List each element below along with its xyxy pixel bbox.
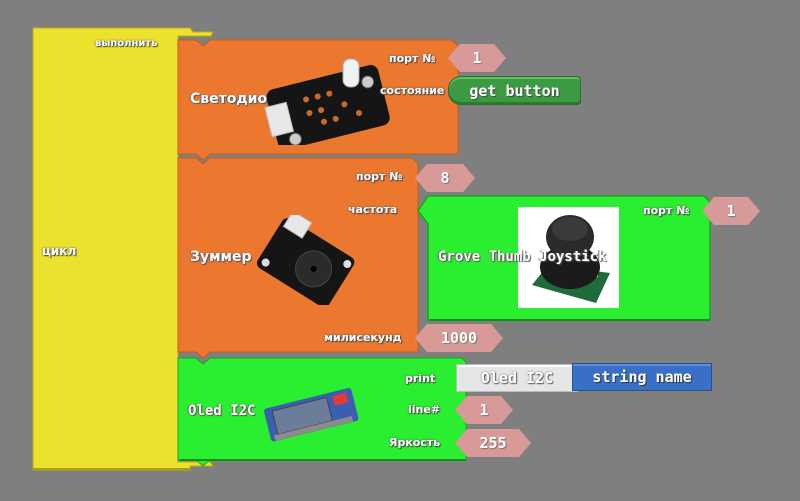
buzzer-block-title: Зуммер (190, 249, 252, 265)
oled-brightness-value[interactable]: 255 (455, 429, 531, 457)
loop-label: цикл (42, 244, 77, 258)
loop-do-label: выполнить (95, 38, 158, 49)
oled-module-image (264, 387, 359, 442)
buzzer-port-label: порт № (356, 170, 403, 183)
get-button-block[interactable]: get button (448, 76, 581, 105)
buzzer-port-value[interactable]: 8 (415, 164, 475, 192)
buzzer-milliseconds-label: милисекунд (324, 331, 402, 344)
string-name-block[interactable]: string name (572, 363, 712, 391)
oled-line-value[interactable]: 1 (455, 396, 513, 424)
led-module-image (264, 58, 390, 145)
led-port-value[interactable]: 1 (448, 44, 506, 72)
oled-print-label: print (405, 372, 436, 385)
buzzer-module-image (256, 215, 355, 305)
led-state-label: состояние (380, 84, 445, 97)
oled-line-label: line# (408, 403, 441, 416)
joystick-port-label: порт № (643, 204, 690, 217)
oled-print-string[interactable]: Oled I2C (456, 364, 578, 392)
joystick-block-title: Grove Thumb Joystick (438, 249, 607, 265)
thumb-joystick-image (518, 207, 619, 308)
oled-block-title: Oled I2C (188, 403, 256, 419)
buzzer-milliseconds-value[interactable]: 1000 (415, 324, 503, 352)
led-port-label: порт № (389, 52, 436, 65)
buzzer-frequency-label: частота (348, 203, 398, 216)
led-block-title: Светодиод (190, 91, 279, 107)
joystick-port-value[interactable]: 1 (702, 197, 760, 225)
oled-brightness-label: Яркость (389, 436, 441, 449)
